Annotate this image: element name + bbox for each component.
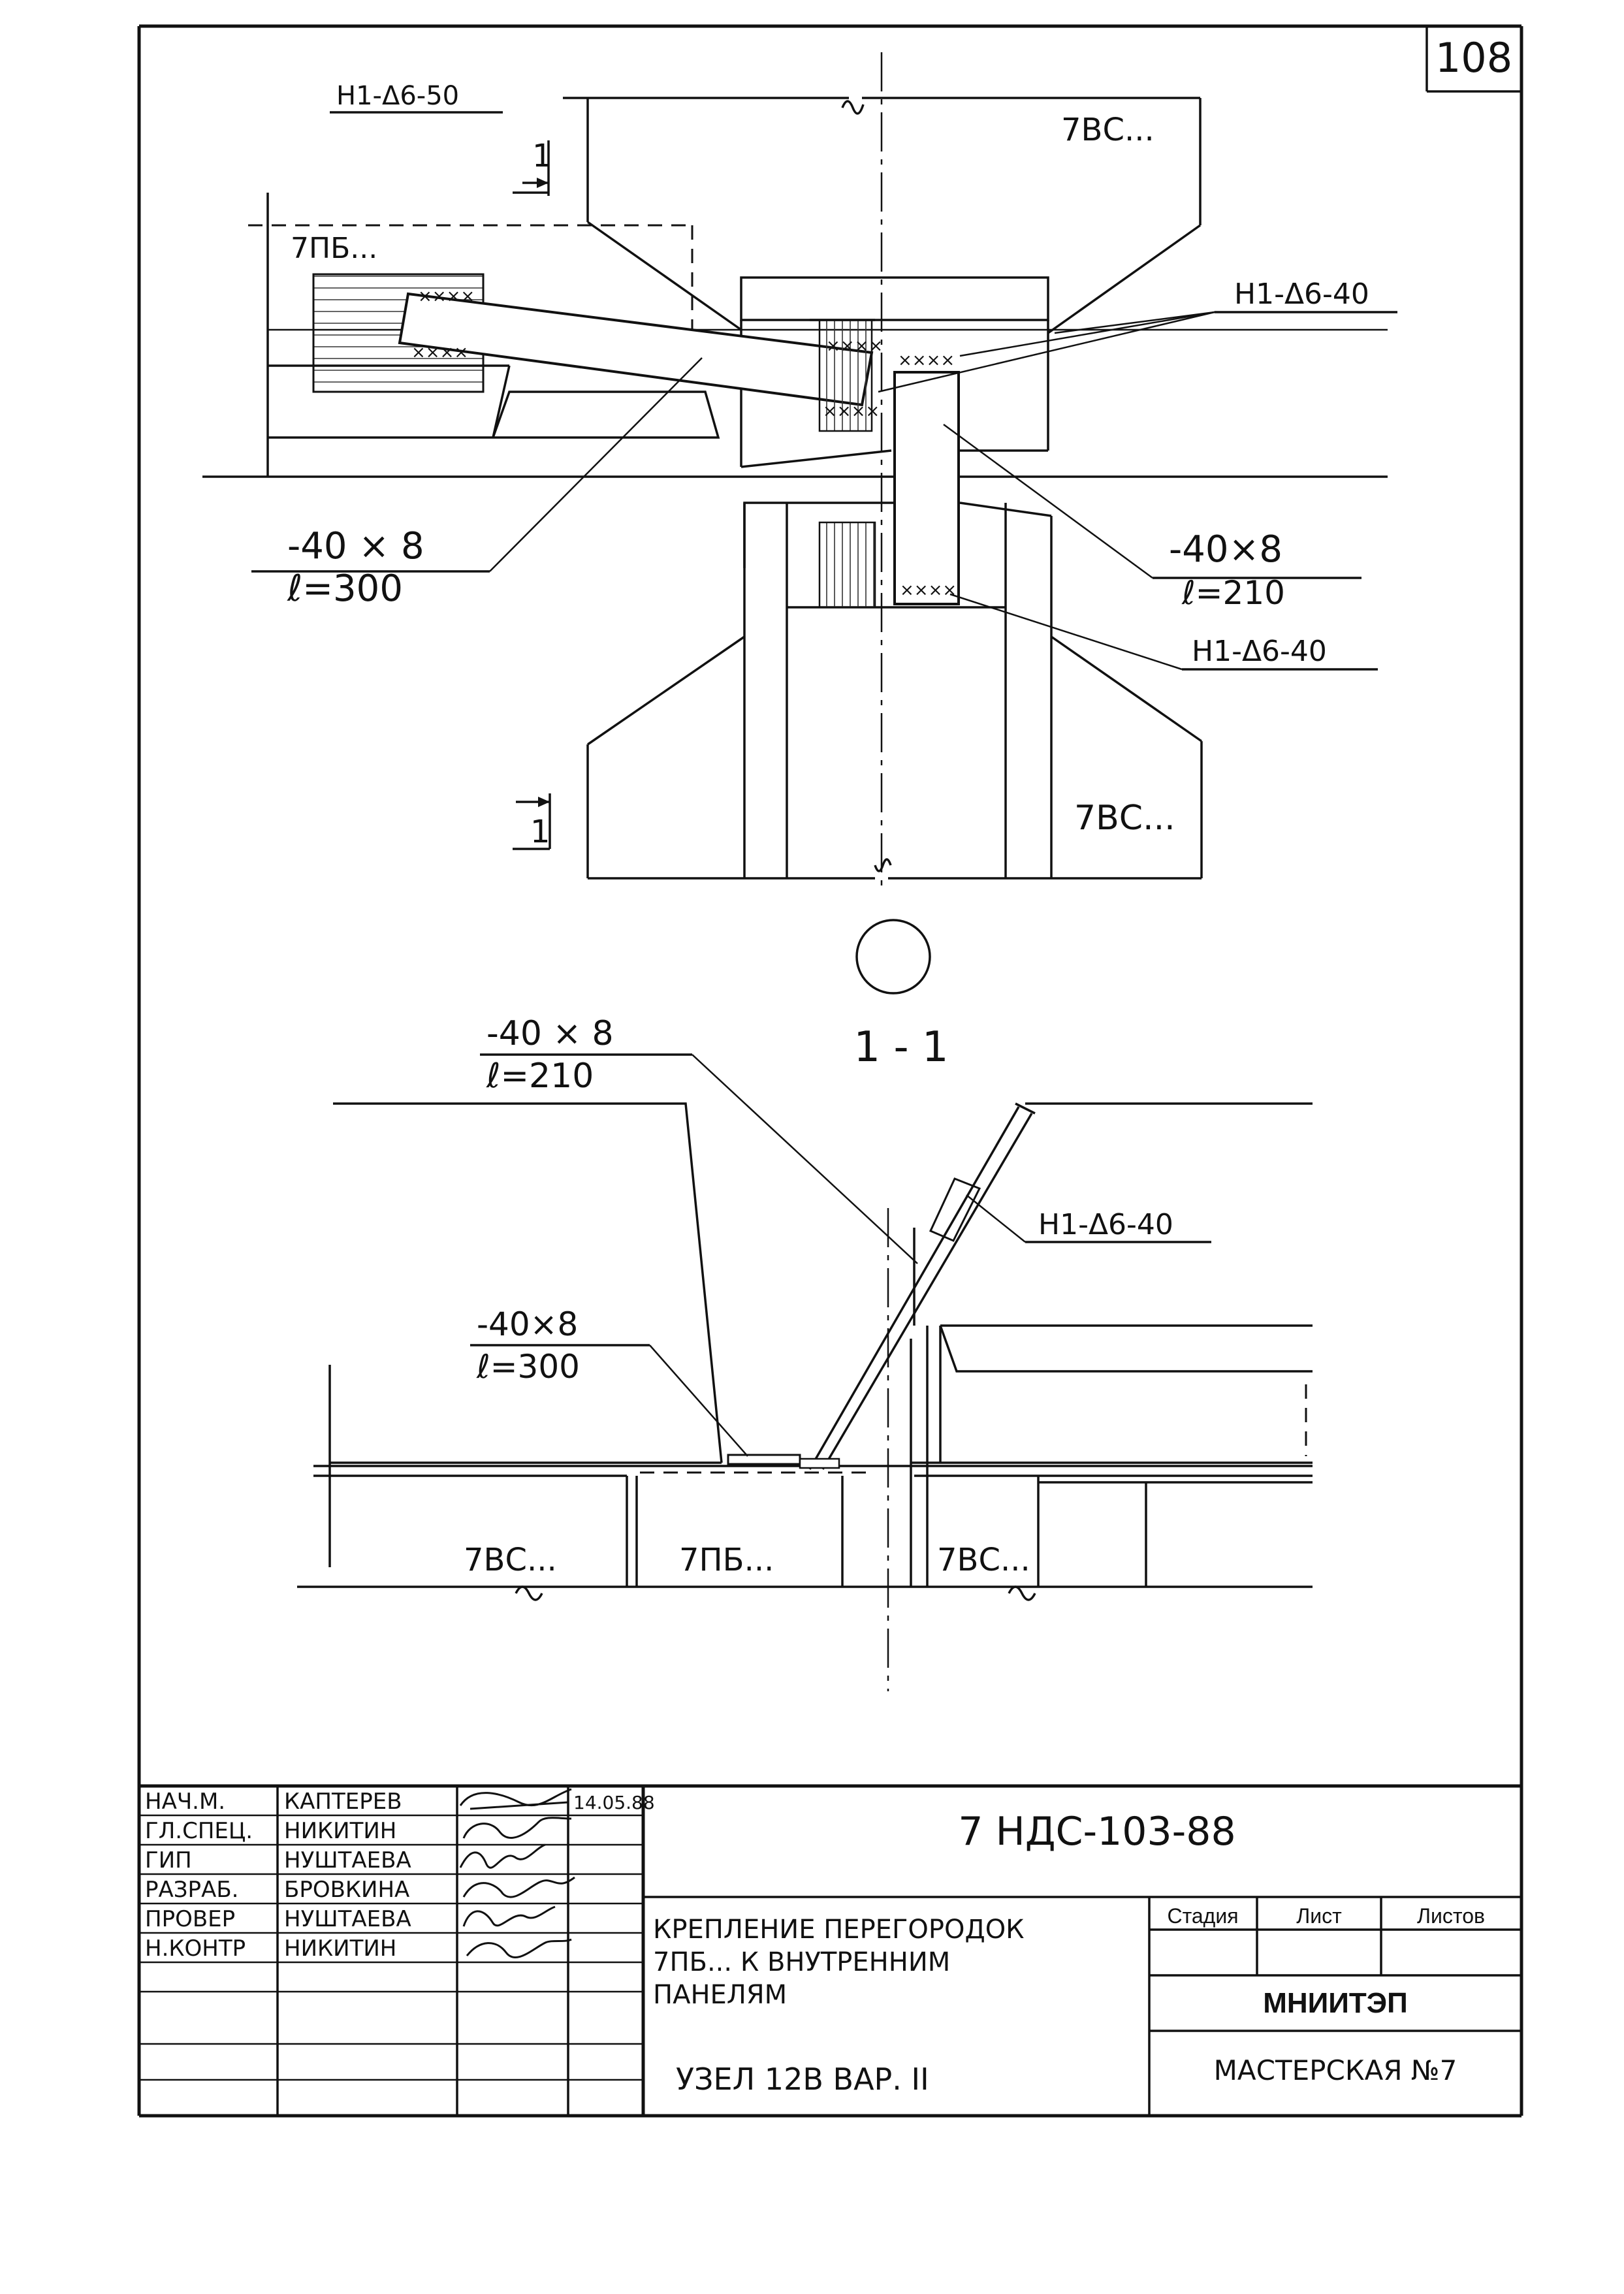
signatory-row: РАЗРАБ. БРОВКИНА — [145, 1877, 409, 1903]
weld-marks: ×××× ×××× ×××× ×××× ×××× ×××× — [411, 287, 957, 600]
plate-size-label: -40 × 8 — [486, 1014, 614, 1053]
svg-text:ПРОВЕР: ПРОВЕР — [145, 1906, 235, 1932]
svg-text:1: 1 — [530, 814, 550, 850]
weld-ref-label: Н1-Δ6-50 — [336, 81, 459, 111]
svg-text:НУШТАЕВА: НУШТАЕВА — [284, 1906, 411, 1932]
weld-mark: ×××× — [823, 402, 880, 421]
stage-header: Стадия — [1167, 1904, 1238, 1928]
section-view: 1 - 1 — [297, 1014, 1313, 1691]
axis-bubble — [855, 919, 931, 995]
weld-ref-label: Н1-Δ6-40 — [1192, 635, 1327, 668]
svg-text:РАЗРАБ.: РАЗРАБ. — [145, 1877, 238, 1903]
partition-label: 7ПБ... — [291, 232, 377, 265]
panel-7bc-top — [563, 97, 1202, 468]
document-code: 7 НДС-103-88 — [958, 1809, 1235, 1855]
signature-2 — [462, 1817, 572, 1839]
bottom-row — [297, 1471, 1313, 1601]
plate-length-label: ℓ=210 — [486, 1057, 594, 1096]
signature-4 — [462, 1876, 575, 1898]
svg-text:НИКИТИН: НИКИТИН — [284, 1936, 396, 1962]
signature-3 — [459, 1843, 546, 1869]
svg-text:ГИП: ГИП — [145, 1847, 192, 1873]
plate-length-label: ℓ=300 — [476, 1348, 580, 1386]
plate-300-section — [727, 1454, 801, 1465]
svg-text:ГЛ.СПЕЦ.: ГЛ.СПЕЦ. — [145, 1818, 253, 1844]
title-block: 7 НДС-103-88 КРЕПЛЕНИЕ ПЕРЕГОРОДОК 7ПБ..… — [139, 1784, 1521, 2116]
partition-label: 7ПБ... — [679, 1542, 774, 1578]
panel-label: 7ВС... — [1061, 112, 1154, 148]
signatory-row: НАЧ.М. КАПТЕРЕВ — [145, 1789, 402, 1815]
signatures — [459, 1788, 575, 1958]
signature-1 — [459, 1788, 572, 1810]
svg-text:НУШТАЕВА: НУШТАЕВА — [284, 1847, 411, 1873]
sheet-frame — [137, 24, 1523, 2118]
drawing-title-line: ПАНЕЛЯМ — [653, 1980, 787, 2010]
weld-mark: ×××× — [411, 343, 468, 362]
inclined-plate-210 — [808, 1102, 1036, 1470]
signatory-row: ПРОВЕР НУШТАЕВА — [145, 1906, 411, 1932]
workshop-name: МАСТЕРСКАЯ №7 — [1214, 2054, 1457, 2086]
signature-6 — [466, 1938, 572, 1958]
weld-mark: ×××× — [898, 351, 955, 370]
svg-text:НАЧ.М.: НАЧ.М. — [145, 1789, 225, 1815]
section-mark-bottom: 1 — [513, 793, 551, 850]
section-title: 1 - 1 — [853, 1023, 948, 1072]
signatory-row: Н.КОНТР НИКИТИН — [145, 1936, 396, 1962]
plate-length-label: ℓ=210 — [1181, 574, 1285, 612]
signature-5 — [462, 1905, 556, 1927]
weld-ref-label: Н1-Δ6-40 — [1038, 1208, 1173, 1241]
panel-label: 7ВС... — [464, 1542, 557, 1578]
plate-size-label: -40×8 — [1169, 528, 1282, 571]
svg-text:1: 1 — [532, 138, 552, 174]
drawing-subtitle: УЗЕЛ 12В ВАР. II — [676, 2062, 929, 2097]
weld-ref-label: Н1-Δ6-40 — [1234, 278, 1369, 311]
svg-text:БРОВКИНА: БРОВКИНА — [284, 1877, 409, 1903]
organization-name: МНИИТЭП — [1263, 1987, 1407, 2019]
plate-size-label: -40×8 — [477, 1305, 578, 1343]
sheet-number-box: 108 — [1425, 26, 1521, 93]
plate-length-label: ℓ=300 — [287, 567, 403, 610]
signatory-row: ГЛ.СПЕЦ. НИКИТИН — [145, 1818, 396, 1844]
svg-text:Н.КОНТР: Н.КОНТР — [145, 1936, 246, 1962]
drawing-title-line: КРЕПЛЕНИЕ ПЕРЕГОРОДОК — [653, 1915, 1025, 1945]
weld-mark: ×××× — [826, 336, 883, 356]
drawing-title-line: 7ПБ... К ВНУТРЕННИМ — [653, 1947, 950, 1977]
approval-date: 14.05.88 — [573, 1792, 655, 1813]
sheet-number: 108 — [1435, 34, 1512, 82]
plate-size-label: -40 × 8 — [287, 525, 424, 567]
sheet-header: Лист — [1296, 1904, 1342, 1928]
panel-label: 7ВС... — [1074, 799, 1175, 838]
weld-mark: ×××× — [418, 287, 475, 306]
plan-view: ×××× ×××× ×××× ×××× ×××× ×××× 1 1 Н1-Δ6-… — [202, 52, 1397, 995]
panel-label: 7ВС... — [937, 1542, 1030, 1578]
weld-mark: ×××× — [900, 581, 957, 600]
section-mark-top: 1 — [513, 138, 552, 196]
sheets-header: Листов — [1417, 1904, 1485, 1928]
svg-text:КАПТЕРЕВ: КАПТЕРЕВ — [284, 1789, 402, 1815]
svg-text:НИКИТИН: НИКИТИН — [284, 1818, 396, 1844]
signatory-row: ГИП НУШТАЕВА — [145, 1847, 411, 1873]
plate-210-plan — [893, 371, 960, 605]
panel-7bc-bottom — [586, 502, 1203, 880]
